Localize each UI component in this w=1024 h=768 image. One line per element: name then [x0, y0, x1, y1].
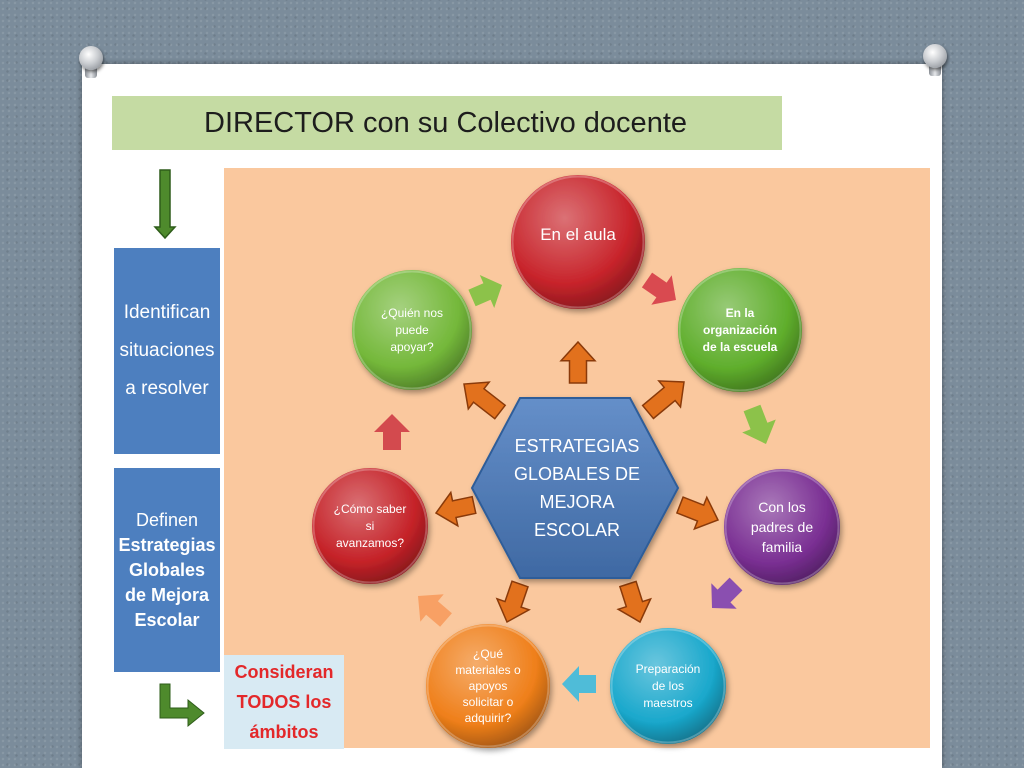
center-arrow-maestros [616, 580, 652, 624]
pin-right-icon [920, 44, 950, 78]
center-hexagon [470, 397, 680, 579]
cycle-arrow-padres-to-maestros [711, 577, 743, 609]
center-arrow-organizacion [641, 380, 685, 420]
node-organizacion-circle [678, 268, 802, 392]
pin-left-icon [76, 46, 106, 80]
definen-box: Definen Estrategias Globales de Mejora E… [114, 468, 220, 672]
page-title: DIRECTOR con su Colectivo docente [204, 106, 688, 139]
cycle-arrow-materiales-to-avanzamos [418, 594, 452, 627]
down-arrow-icon [153, 169, 177, 240]
center-arrow-aula [559, 340, 597, 384]
bent-arrow-icon [159, 683, 205, 728]
node-quien-circle [352, 270, 472, 390]
center-arrow-padres [675, 495, 720, 531]
node-materiales-circle [426, 624, 550, 748]
definen-label: Definen [135, 510, 199, 530]
cycle-arrow-avanzamos-to-quien [374, 414, 410, 450]
node-maestros-circle [610, 628, 726, 744]
center-arrow-avanzamos [434, 490, 477, 528]
cycle-arrow-organizacion-to-padres [742, 404, 776, 444]
cycle-arrow-maestros-to-materiales [562, 666, 596, 702]
node-en-el-aula-label: En el aula [540, 225, 616, 244]
node-avanzamos-circle [312, 468, 428, 584]
node-padres-circle [724, 469, 840, 585]
cycle-arrow-quien-to-aula [468, 275, 502, 308]
consideran-label: Consideran TODOS los ámbitos [234, 662, 334, 742]
cycle-arrow-aula-to-organizacion [641, 272, 676, 305]
node-en-el-aula: En el aula [511, 175, 645, 309]
identifican-label: Identifican situaciones a resolver [119, 302, 215, 399]
node-en-el-aula-circle [511, 175, 645, 309]
identifican-box: Identifican situaciones a resolver [114, 248, 220, 454]
definen-strategies-label: Estrategias Globales de Mejora Escolar [118, 535, 216, 630]
center-arrow-materiales [495, 580, 531, 624]
consideran-box: Consideran TODOS los ámbitos [224, 655, 344, 749]
title-bar: DIRECTOR con su Colectivo docente [112, 96, 782, 150]
center-arrow-quien [463, 381, 507, 420]
